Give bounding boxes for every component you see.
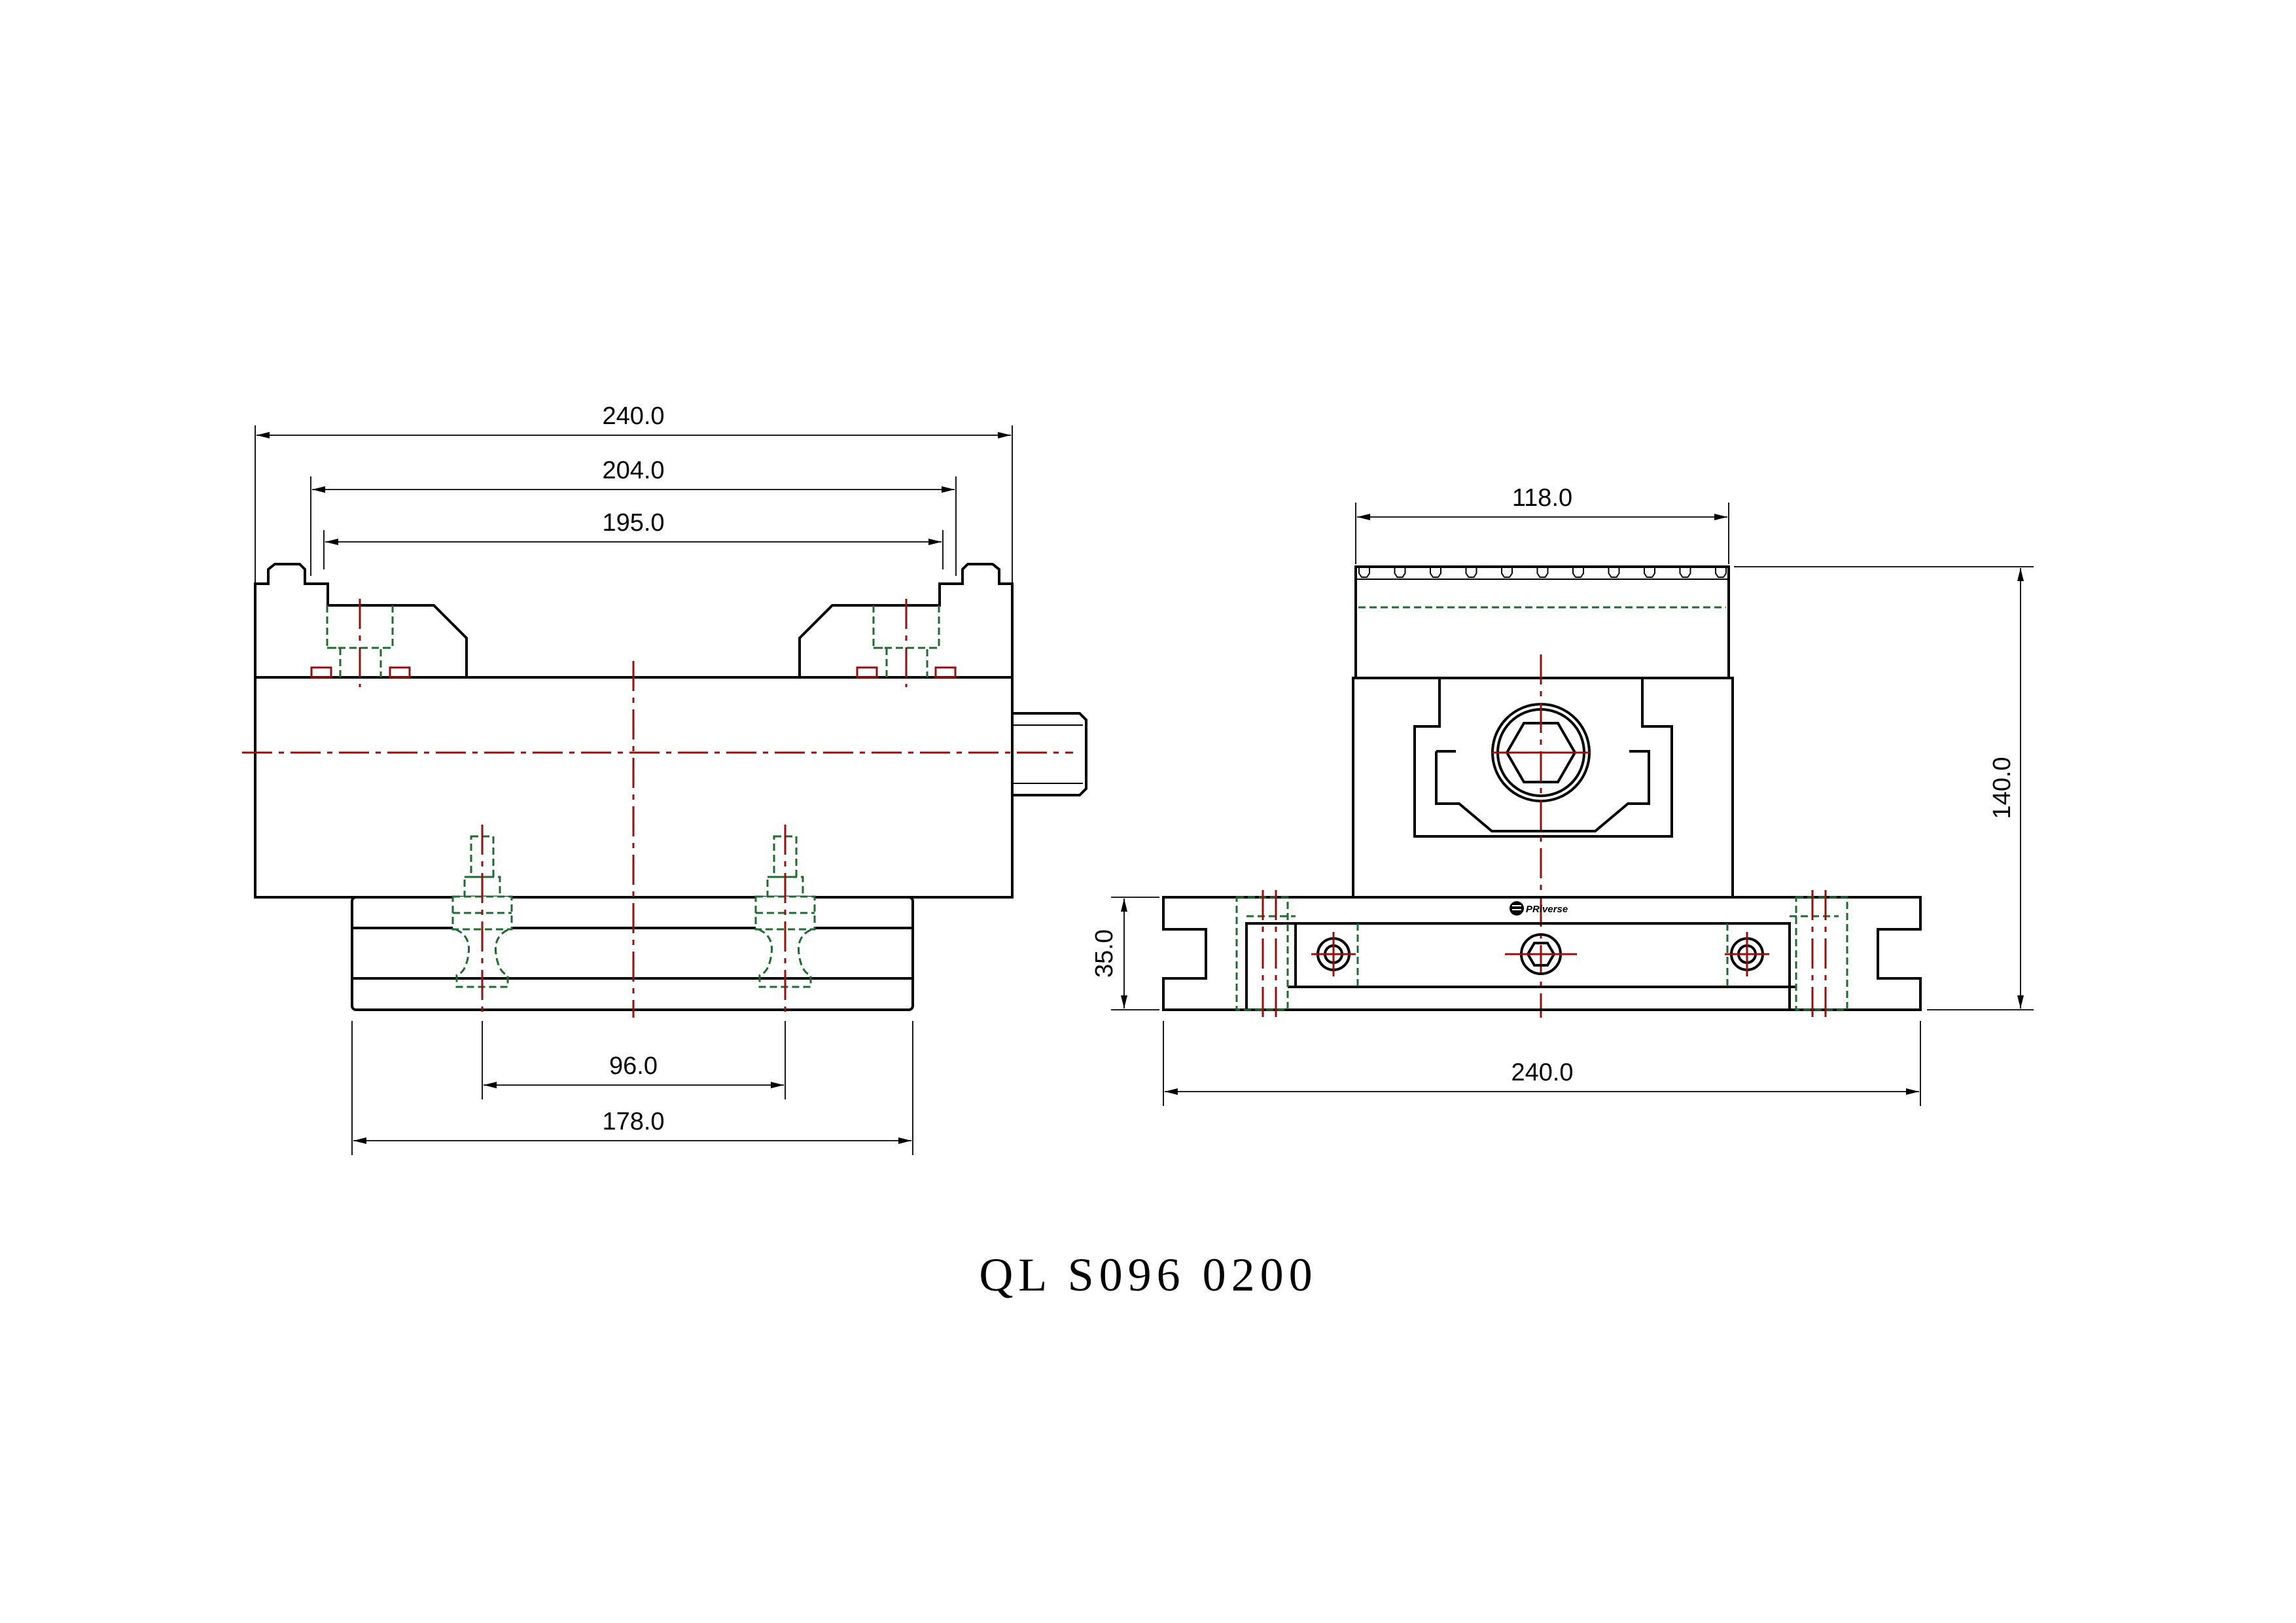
right-jaw-hidden-pocket [872,605,940,677]
dim-text-overall-width: 240.0 [602,402,664,430]
dimension-pin-spacing: 96.0 [482,1021,786,1099]
right-jaw-key-a [856,666,878,679]
part-number-title: QL S096 0200 [979,1249,1317,1301]
left-jaw [254,563,468,677]
right-clamping-pin [754,825,816,1018]
jaw-tooth [1358,567,1370,578]
side-view: PRiverse 118.0 140.0 35.0 240.0 [1091,484,2034,1106]
jaw-tooth [1572,567,1584,578]
jaw-tooth [1536,567,1549,578]
brand-logo-text: PRiverse [1526,904,1568,915]
dim-text-inner-jaw-span: 195.0 [602,509,664,537]
jaw-tooth [1501,567,1513,578]
side-right-pin-hidden [1790,890,1848,1018]
jaw-tooth [1608,567,1620,578]
side-base-plate [1162,896,1922,1011]
left-clamping-pin [451,825,513,1018]
jaw-tooth [1679,567,1691,578]
jaw-tooth [1465,567,1477,578]
brand-logo: PRiverse [1510,901,1568,916]
base-center-hex-bolt [1505,933,1577,975]
dim-text-pin-spacing: 96.0 [609,1052,658,1080]
dim-text-base-height: 35.0 [1091,929,1118,978]
base-screw-left [1311,932,1356,976]
dimension-overall-width: 240.0 [255,402,1013,582]
dimension-jaw-width: 118.0 [1355,484,1729,564]
dimension-inner-jaw-span: 195.0 [323,509,944,569]
dimension-overall-height: 140.0 [1734,566,2034,1010]
jaw-tooth [1394,567,1406,578]
base-screw-right [1725,932,1769,976]
jaw-teeth [1358,567,1727,578]
jaw-tooth [1715,567,1727,578]
dim-text-base-width: 178.0 [602,1108,664,1135]
dimension-side-base-width: 240.0 [1163,1021,1921,1106]
spindle-hex-head [1012,712,1087,796]
front-view: 240.0 204.0 195.0 96.0 178.0 [242,402,1087,1155]
jaw-tooth [1430,567,1441,578]
serrated-jaw-plate [1354,565,1730,679]
side-left-pin-hidden [1235,890,1296,1018]
dimension-base-width: 178.0 [351,1021,913,1155]
left-jaw-key-b [389,666,411,679]
dimension-outer-jaw-span: 204.0 [310,457,957,576]
dimension-base-height: 35.0 [1091,897,1159,1010]
side-window [1413,678,1673,838]
dim-text-jaw-width: 118.0 [1512,484,1572,512]
side-body [1352,677,1734,899]
dim-text-overall-height: 140.0 [1988,757,2016,819]
right-jaw [798,563,1014,677]
nut-recess [1435,750,1650,832]
left-jaw-key-a [310,666,332,679]
right-jaw-key-b [934,666,957,679]
dim-text-outer-jaw-span: 204.0 [602,457,664,484]
left-jaw-hidden-pocket [326,605,394,677]
jaw-tooth [1644,567,1655,578]
dim-text-side-base-width: 240.0 [1511,1059,1573,1086]
